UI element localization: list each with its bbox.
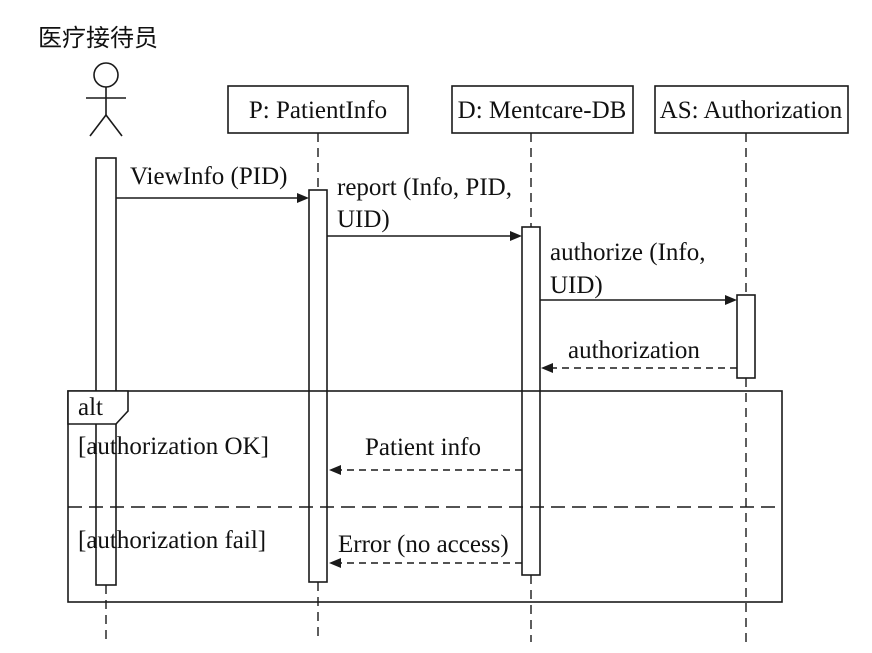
message-report: report (Info, PID, UID) [327,174,522,241]
alt-operator-label: alt [78,394,103,421]
message-label: ViewInfo (PID) [130,163,287,190]
lifeline-patientinfo: P: PatientInfo [227,85,409,642]
activation-bar [308,189,328,583]
lifeline-label: AS: Authorization [660,97,843,124]
actor-left-leg [89,114,107,137]
lifeline-label: P: PatientInfo [249,97,387,124]
lifeline-authorization: AS: Authorization [654,85,849,642]
actor [86,62,126,642]
diagram-title: 医疗接待员 [38,24,158,52]
guard-authorization-fail: [authorization fail] [78,527,266,554]
arrowhead-icon [510,231,522,241]
lifeline-head-box [451,85,634,134]
arrowhead-icon [329,465,341,475]
actor-head [93,62,119,88]
lifeline-mentcare-db: D: Mentcare-DB [451,85,634,642]
message-label: authorization [568,337,700,364]
activation-bar [521,226,541,576]
message-label: Error (no access) [338,531,509,558]
arrowhead-icon [725,295,737,305]
actor-activation-bar [95,157,117,586]
lifeline-head-box [227,85,409,134]
message-viewinfo: ViewInfo (PID) [116,163,309,203]
message-label-line-1: report (Info, PID, [337,174,512,201]
message-label-line-1: authorize (Info, [550,239,705,266]
message-label: Patient info [365,434,481,461]
alt-frame [67,390,783,603]
activation-bar [736,294,756,379]
message-authorize: authorize (Info, UID) [540,239,737,305]
arrowhead-icon [329,558,341,568]
actor-right-leg [105,114,123,137]
message-label-line-2: UID) [337,206,390,233]
message-error-no-access: Error (no access) [329,531,522,568]
message-label-line-2: UID) [550,272,603,299]
message-authorization-return: authorization [541,337,737,373]
lifeline-label: D: Mentcare-DB [458,97,627,124]
arrowhead-icon [297,193,309,203]
message-patient-info: Patient info [329,434,522,475]
lifeline-head-box [654,85,849,134]
stick-figure-icon [86,62,126,137]
alt-operator-tab [67,390,129,425]
arrowhead-icon [541,363,553,373]
alt-fragment: alt [authorization OK] Patient info [aut… [67,390,783,603]
guard-authorization-ok: [authorization OK] [78,433,269,460]
